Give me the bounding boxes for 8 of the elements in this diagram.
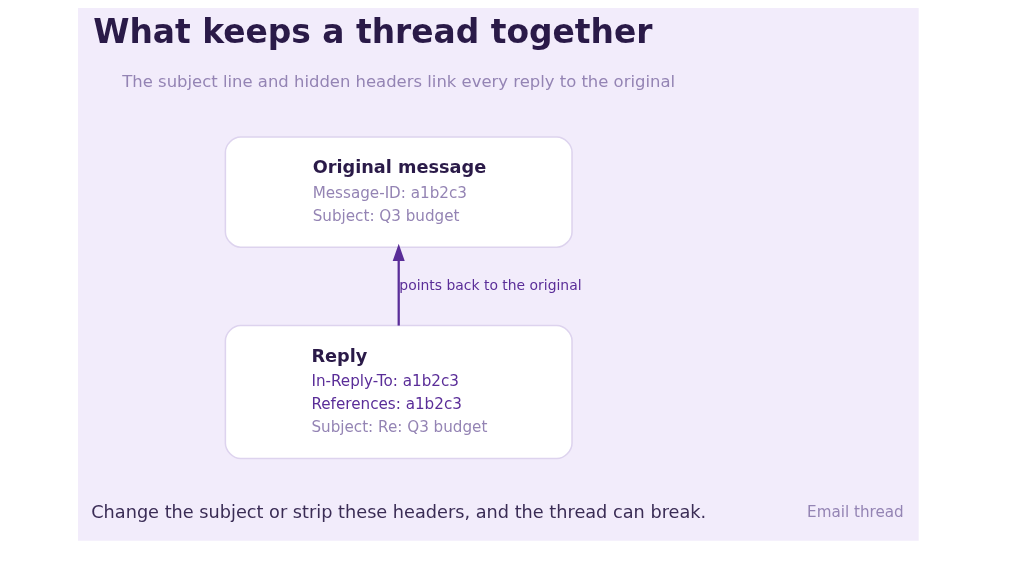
label: Email thread [807,502,904,521]
diagram-title: What keeps a thread together [93,12,653,52]
node-box: Reply In-Reply-To: a1b2c3 References: a1b2c3 Subject: Re: Q3 budget [224,324,573,460]
edge-label: points back to the original [399,276,582,293]
label: The subject line and hidden headers link every reply to the original [122,71,676,91]
node-box: Original message Message-ID: a1b2c3 Subject: Q3 budget [224,136,573,248]
arrow [392,243,405,326]
label: Change the subject or strip these headers, and the thread can break. [91,501,707,522]
